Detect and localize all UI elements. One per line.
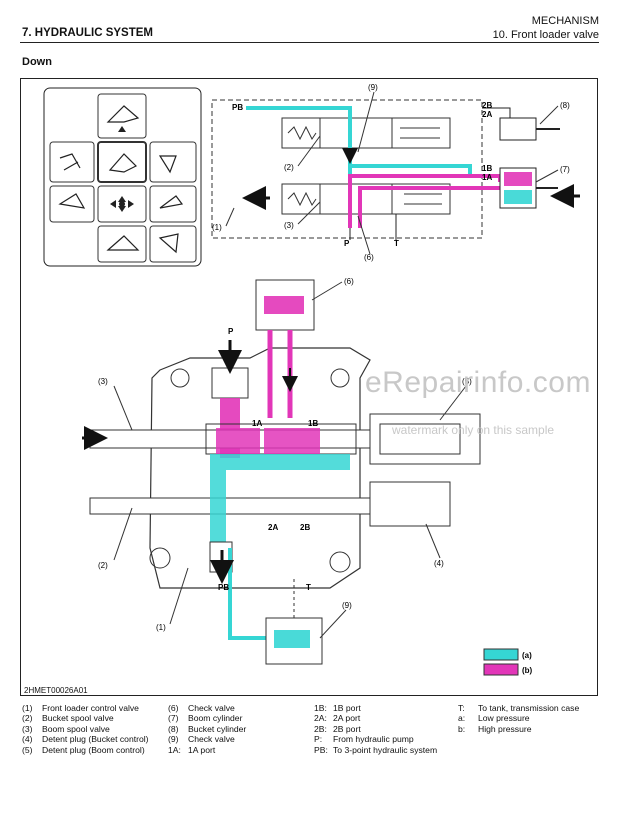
label-1b-bottom: 1B	[308, 419, 318, 428]
legend-item: (1)Front loader control valve	[22, 703, 139, 713]
callout-6-bottom: (6)	[344, 277, 354, 286]
callout-5-bottom: (5)	[462, 377, 472, 386]
section-title: Down	[22, 56, 52, 68]
lower-section-view: P PB T 1A 1B 2A 2B (6) (3) (2) (1) (5) (…	[82, 277, 481, 665]
legend-item: a:Low pressure	[458, 713, 530, 724]
label-t-top: T	[394, 239, 399, 248]
legend-item: P:From hydraulic pump	[314, 734, 414, 745]
header-subsection: 10. Front loader valve	[492, 29, 599, 41]
label-2b-top: 2B	[482, 101, 492, 110]
label-2b-bottom: 2B	[300, 523, 310, 532]
callout-1-top: (1)	[212, 223, 222, 232]
callout-2-bottom: (2)	[98, 561, 108, 570]
lever-position-panel	[43, 87, 202, 267]
header-mechanism: MECHANISM	[531, 15, 599, 27]
label-p-bottom: P	[228, 327, 234, 336]
label-1b-top: 1B	[482, 164, 492, 173]
legend-item: 1A:1A port	[168, 744, 216, 755]
callout-1-bottom: (1)	[156, 623, 166, 632]
legend-a-label: (a)	[522, 651, 532, 660]
legend-b-label: (b)	[522, 666, 533, 675]
label-p-top: P	[344, 239, 350, 248]
label-2a-bottom: 2A	[268, 523, 278, 532]
legend-item: 1B:1B port	[314, 703, 361, 713]
callout-9-top: (9)	[368, 83, 378, 92]
legend-item: (4)Detent plug (Bucket control)	[22, 734, 149, 745]
legend-item: (9)Check valve	[168, 734, 235, 745]
figure-id: 2HMET00026A01	[24, 686, 88, 695]
label-2a-top: 2A	[482, 110, 492, 119]
legend-item: (5)Detent plug (Boom control)	[22, 744, 145, 755]
callout-4-bottom: (4)	[434, 559, 444, 568]
label-1a-top: 1A	[482, 173, 492, 182]
figure-frame	[20, 78, 598, 696]
callout-6-top: (6)	[364, 253, 374, 262]
header-rule	[20, 42, 599, 43]
hydraulic-diagram: PB P T 2B 2A 1B 1A (9) (8) (7) (2) (3) (…	[43, 83, 580, 676]
legend-item: PB:To 3-point hydraulic system	[314, 744, 438, 755]
low-pressure-swatch	[483, 648, 519, 661]
label-t-bottom: T	[306, 583, 311, 592]
callout-3-bottom: (3)	[98, 377, 108, 386]
high-pressure-swatch	[483, 663, 519, 676]
legend-item: (6)Check valve	[168, 703, 235, 713]
upper-schematic: PB P T 2B 2A 1B 1A (9) (8) (7) (2) (3) (…	[211, 83, 580, 262]
callout-2-top: (2)	[284, 163, 294, 172]
label-pb-top: PB	[232, 103, 243, 112]
label-1a-bottom: 1A	[252, 419, 262, 428]
chapter-title: 7. HYDRAULIC SYSTEM	[22, 27, 153, 39]
legend-col-3: 1B:1B port 2A:2A port 2B:2B port P:From …	[314, 703, 437, 755]
legend-item: (3)Boom spool valve	[22, 723, 110, 734]
legend-col-2: (6)Check valve (7)Boom cylinder (8)Bucke…	[168, 703, 246, 755]
legend-item: 2A:2A port	[314, 713, 361, 724]
callout-8-top: (8)	[560, 101, 570, 110]
label-pb-bottom: PB	[218, 583, 229, 592]
legend-col-1: (1)Front loader control valve (2)Bucket …	[22, 703, 149, 755]
legend-item: (2)Bucket spool valve	[22, 713, 114, 724]
callout-7-top: (7)	[560, 165, 570, 174]
pressure-legend: (a) (b)	[483, 648, 533, 676]
callout-9-bottom: (9)	[342, 601, 352, 610]
legend-item: 2B:2B port	[314, 723, 361, 734]
legend-item: b:High pressure	[458, 723, 532, 734]
page-header-right: MECHANISM 10. Front loader valve	[493, 14, 599, 42]
callout-3-top: (3)	[284, 221, 294, 230]
legend-item: T:To tank, transmission case	[458, 703, 580, 713]
legend-item: (7)Boom cylinder	[168, 713, 243, 724]
watermark: eRepairinfo.com	[365, 366, 591, 399]
watermark-sub: watermark only on this sample	[392, 423, 555, 437]
legend-item: (8)Bucket cylinder	[168, 723, 247, 734]
legend-col-4: T:To tank, transmission case a:Low press…	[458, 703, 579, 734]
